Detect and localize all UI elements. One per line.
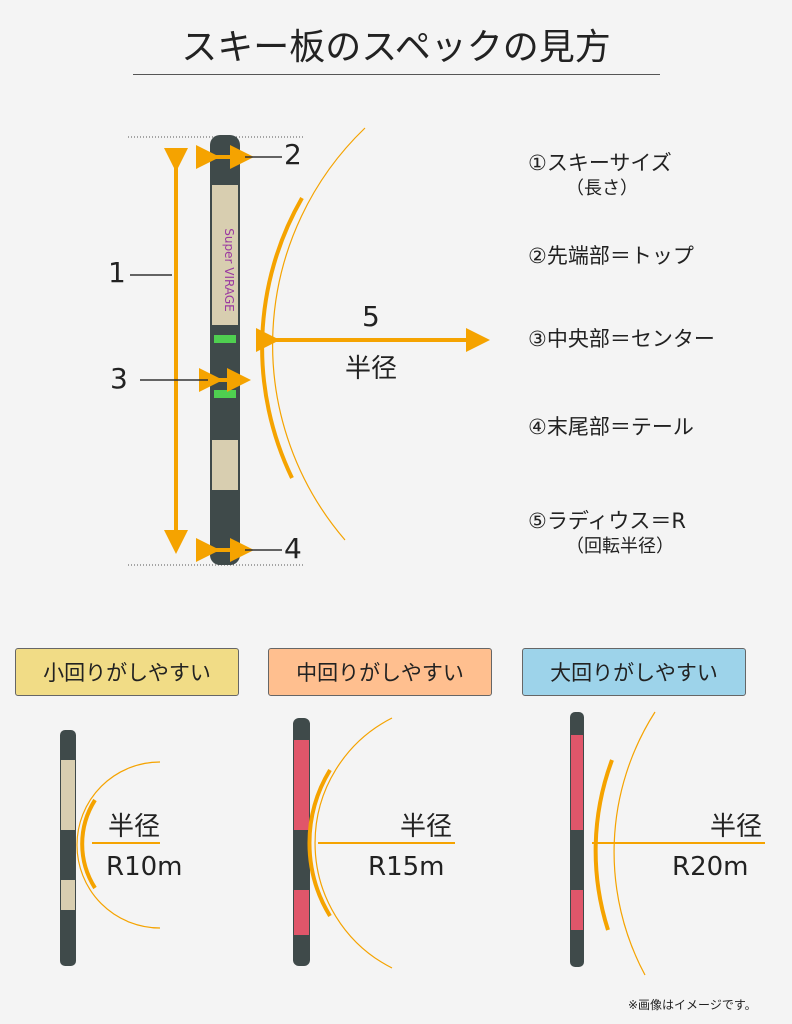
label-large-turn: 大回りがしやすい	[522, 648, 746, 696]
svg-text:Super VIRAGE: Super VIRAGE	[222, 228, 236, 311]
label-tip: 2	[284, 138, 302, 171]
legend-item-1: ①スキーサイズ（長さ）	[528, 151, 672, 199]
legend-item-5: ⑤ラディウス＝R（回転半径）	[528, 509, 686, 557]
label-medium-turn: 中回りがしやすい	[268, 648, 492, 696]
width-arrows	[196, 145, 254, 562]
image-note: ※画像はイメージです。	[628, 998, 757, 1012]
radius-label-small: 半径	[108, 812, 161, 842]
radius-label-large: 半径	[710, 812, 763, 842]
example-medium	[293, 717, 455, 969]
radius-label-medium: 半径	[400, 812, 453, 842]
legend-item-3: ③中央部＝センター	[528, 327, 715, 351]
label-length: 1	[108, 256, 126, 289]
label-radius-number: 5	[362, 300, 380, 333]
label-radius: 半径	[345, 354, 398, 384]
radius-value-small: R10m	[106, 852, 183, 882]
length-guides	[128, 136, 305, 566]
title-underline	[133, 74, 660, 75]
label-small-turn: 小回りがしやすい	[15, 648, 239, 696]
legend-item-4: ④末尾部＝テール	[528, 415, 694, 439]
radius-value-medium: R15m	[368, 852, 445, 882]
page-title: スキー板のスペックの見方	[181, 27, 611, 68]
radius-arc-thin	[272, 127, 366, 541]
radius-value-large: R20m	[672, 852, 749, 882]
example-large	[570, 711, 765, 976]
legend-item-2: ②先端部＝トップ	[528, 244, 694, 268]
label-tail: 4	[284, 532, 302, 565]
example-small	[60, 730, 161, 966]
main-ski: Super VIRAGE	[210, 135, 240, 565]
label-center: 3	[110, 362, 128, 395]
